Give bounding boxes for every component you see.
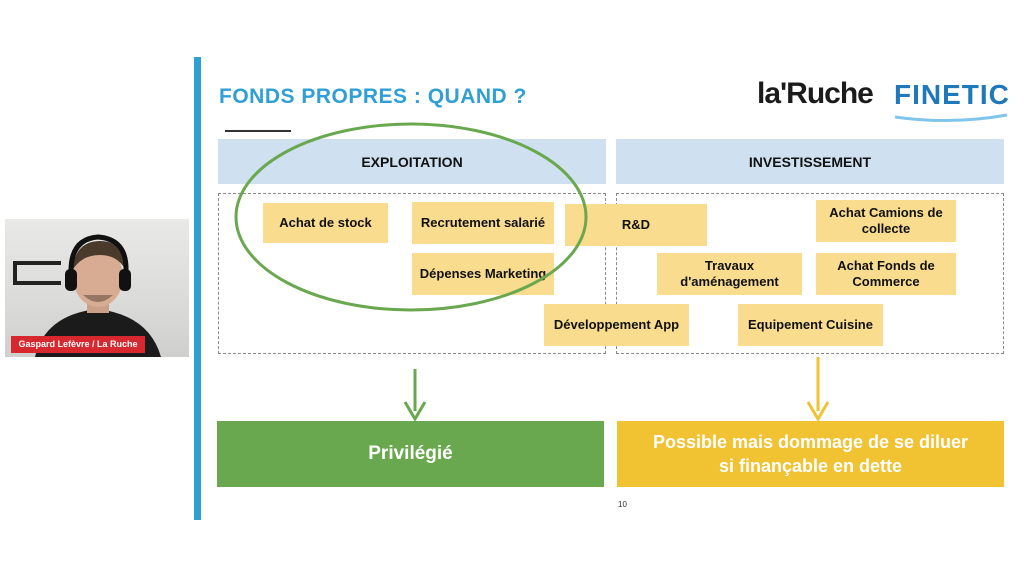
highlight-ellipse (234, 122, 588, 312)
note-achat-camions: Achat Camions de collecte (816, 200, 956, 242)
green-arrow-head (403, 401, 427, 422)
exploitation-header: EXPLOITATION (218, 139, 606, 184)
amber-arrow-head (806, 401, 830, 422)
shelf (13, 261, 17, 283)
note-developpement-app: Développement App (544, 304, 689, 346)
note-achat-stock: Achat de stock (263, 203, 388, 243)
note-equipement-cuisine: Equipement Cuisine (738, 304, 883, 346)
note-recrutement: Recrutement salarié (412, 202, 554, 244)
shelf (13, 281, 61, 285)
finetic-logo: FINETIC (894, 79, 1010, 110)
slide-title: FONDS PROPRES : QUAND ? (219, 85, 527, 108)
investissement-header: INVESTISSEMENT (616, 139, 1004, 184)
presentation-slide: FONDS PROPRES : QUAND ? la'Ruche FINETIC… (194, 57, 1019, 520)
title-underline (225, 130, 291, 132)
investissement-box (616, 193, 1004, 354)
finetic-logo-swoosh (894, 113, 1008, 123)
result-privilegie: Privilégié (217, 421, 604, 487)
note-achat-fonds: Achat Fonds de Commerce (816, 253, 956, 295)
presenter-name-badge: Gaspard Lefèvre / La Ruche (11, 336, 145, 353)
exploitation-box (218, 193, 606, 354)
slide-annotations (234, 122, 830, 422)
note-depenses-marketing: Dépenses Marketing (412, 253, 554, 295)
slide-page-number: 10 (618, 500, 627, 509)
note-travaux: Travaux d'aménagement (657, 253, 802, 295)
result-possible: Possible mais dommage de se diluer si fi… (617, 421, 1004, 487)
note-rd: R&D (565, 204, 707, 246)
laruche-logo: la'Ruche (757, 77, 874, 110)
shelf (13, 261, 61, 265)
presenter-webcam: Gaspard Lefèvre / La Ruche (5, 219, 189, 357)
